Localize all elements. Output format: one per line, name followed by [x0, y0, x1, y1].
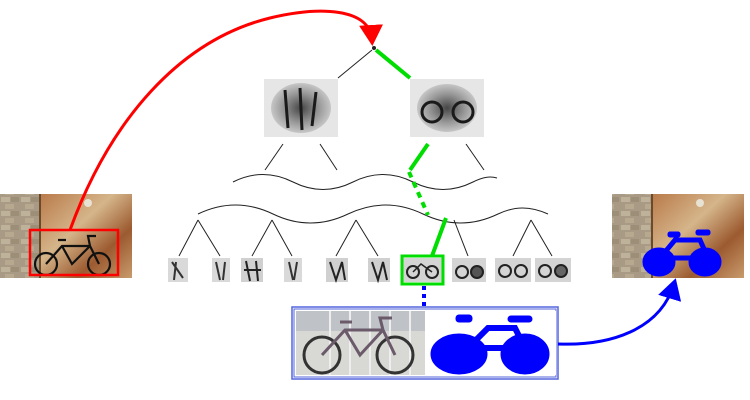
selected-leaf-edge — [430, 217, 448, 257]
ellipsis-wave-lower — [197, 204, 549, 224]
template-right-edge-selected — [408, 142, 430, 172]
selected-leaf-highlight — [400, 254, 445, 286]
exemplar-mask — [427, 311, 556, 375]
exemplar-to-output-arrow — [557, 278, 682, 346]
output-image — [612, 194, 744, 278]
leaf-6 — [368, 258, 390, 284]
exemplar-photo — [296, 311, 425, 375]
leaf-2 — [212, 258, 230, 282]
root-edge-left — [337, 49, 373, 79]
leaf-3 — [241, 258, 263, 282]
exemplar-panel — [291, 306, 559, 380]
detection-to-root-arrow — [68, 9, 384, 231]
tree-root — [372, 46, 376, 50]
template-right — [410, 79, 484, 137]
input-image — [0, 194, 132, 278]
leaf-10 — [535, 258, 571, 282]
leaf-4 — [284, 258, 302, 282]
leaf-edges — [178, 219, 553, 257]
output-segmentation-mask — [642, 229, 722, 277]
leaf-8 — [452, 258, 486, 282]
leaf-1 — [168, 258, 188, 282]
leaf-7 — [400, 254, 445, 286]
detection-box — [28, 228, 120, 277]
template-right-edge-b — [465, 143, 485, 171]
template-left-edge-a — [264, 143, 284, 171]
template-left — [264, 79, 338, 137]
template-left-edge-b — [319, 143, 338, 171]
root-edge-right — [374, 48, 412, 80]
leaf-9 — [495, 258, 531, 282]
selected-path-dotted — [407, 171, 430, 216]
leaf-5 — [326, 258, 348, 284]
ellipsis-wave-upper — [232, 174, 498, 190]
